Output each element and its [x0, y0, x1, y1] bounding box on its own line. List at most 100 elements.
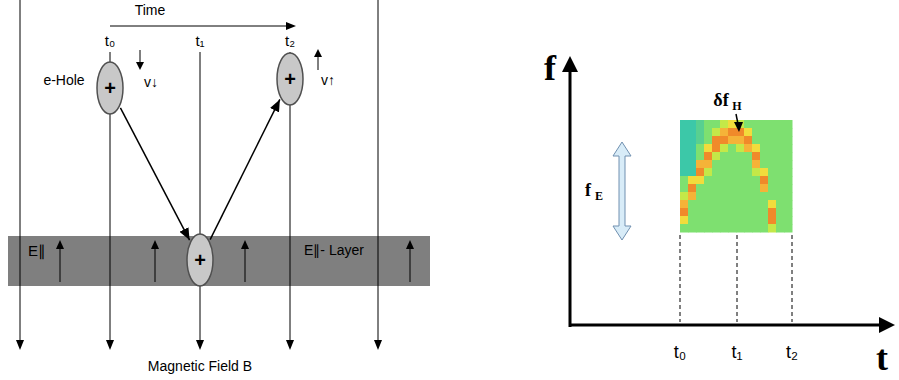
- spectrogram-cell: [776, 192, 785, 201]
- spectrogram-cell: [712, 120, 721, 129]
- spectrogram-cell: [736, 216, 745, 225]
- spectrogram-cell: [768, 216, 777, 225]
- spectrogram-cell: [768, 224, 777, 233]
- spectrogram-cell: [720, 168, 729, 177]
- spectrogram-cell: [680, 128, 689, 137]
- field-arrowhead: [196, 340, 204, 350]
- spectrogram-cell: [728, 216, 737, 225]
- field-line: [378, 0, 379, 342]
- spectrogram-cell: [712, 224, 721, 233]
- axis-label: t: [876, 340, 888, 376]
- spectrogram-cell: [784, 128, 793, 137]
- field-caption: Magnetic Field B: [148, 359, 252, 373]
- efield-arrow: [60, 248, 61, 282]
- spectrogram-cell: [704, 152, 713, 161]
- spectrogram-cell: [688, 160, 697, 169]
- ellipse-shape: [187, 234, 213, 286]
- spectrogram-cell: [736, 152, 745, 161]
- spectrogram-cell: [680, 192, 689, 201]
- spectrogram-cell: [688, 168, 697, 177]
- spectrogram-cell: [728, 200, 737, 209]
- spectrogram-cell: [752, 176, 761, 185]
- spectrogram-cell: [680, 168, 689, 177]
- efield-arrow: [155, 248, 156, 282]
- spectrogram-cell: [712, 136, 721, 145]
- spectrogram-cell: [712, 168, 721, 177]
- time-label: t₀: [105, 33, 115, 48]
- efield-arrowhead: [241, 240, 249, 249]
- spectrogram-cell: [784, 144, 793, 153]
- field-symbol: E∥: [27, 243, 47, 258]
- spectrogram-cell: [784, 136, 793, 145]
- spectrogram-cell: [680, 176, 689, 185]
- spectrogram-cell: [696, 216, 705, 225]
- hole-ellipse: +: [186, 233, 214, 287]
- spectrogram-cell: [784, 192, 793, 201]
- hole-ellipse: +: [96, 61, 124, 115]
- ellipse-shape: [97, 62, 123, 114]
- spectrogram-cell: [752, 200, 761, 209]
- velocity-arrowhead: [314, 49, 322, 57]
- spectrogram-cell: [704, 216, 713, 225]
- spectrogram-cell: [768, 208, 777, 217]
- spectrogram-cell: [720, 192, 729, 201]
- spectrogram-cell: [752, 184, 761, 193]
- efield-arrow: [245, 248, 246, 282]
- spectrogram-cell: [760, 144, 769, 153]
- spectrogram-cell: [712, 200, 721, 209]
- spectrogram-cell: [688, 208, 697, 217]
- spectrogram-cell: [704, 168, 713, 177]
- spectrogram-cell: [728, 208, 737, 217]
- spectrogram-cell: [760, 192, 769, 201]
- spectrogram-cell: [752, 152, 761, 161]
- spectrogram-cell: [712, 144, 721, 153]
- spectrogram-cell: [776, 160, 785, 169]
- efield-arrowhead: [406, 240, 414, 249]
- spectrogram-cell: [704, 208, 713, 217]
- spectrogram-cell: [680, 144, 689, 153]
- spectrogram: [680, 120, 793, 233]
- spectrogram-cell: [728, 152, 737, 161]
- spectrogram-cell: [696, 128, 705, 137]
- spectrogram-cell: [768, 120, 777, 129]
- spectrogram-cell: [760, 128, 769, 137]
- efield-arrow: [410, 248, 411, 282]
- spectrogram-cell: [704, 192, 713, 201]
- spectrogram-cell: [784, 208, 793, 217]
- spectrogram-cell: [696, 192, 705, 201]
- spectrogram-cell: [680, 216, 689, 225]
- spectrogram-cell: [688, 128, 697, 137]
- spectrogram-cell: [744, 224, 753, 233]
- subscript-label: E: [595, 190, 603, 202]
- spectrogram-cell: [776, 224, 785, 233]
- spectrogram-cell: [776, 168, 785, 177]
- velocity-label: v↑: [321, 73, 335, 87]
- spectrogram-cell: [760, 208, 769, 217]
- spectrogram-cell: [752, 120, 761, 129]
- spectrogram-cell: [712, 128, 721, 137]
- field-arrowhead: [106, 340, 114, 350]
- spectrogram-cell: [776, 200, 785, 209]
- velocity-arrowhead: [136, 62, 144, 70]
- spectrogram-cell: [768, 184, 777, 193]
- spectrogram-cell: [712, 208, 721, 217]
- spectrogram-cell: [720, 176, 729, 185]
- motion-arrow: [210, 99, 280, 239]
- spectrogram-cell: [736, 168, 745, 177]
- spectrogram-cell: [784, 224, 793, 233]
- spectrogram-cell: [736, 224, 745, 233]
- spectrogram-cell: [752, 160, 761, 169]
- spectrogram-cell: [712, 176, 721, 185]
- spectrogram-cell: [736, 184, 745, 193]
- spectrogram-cell: [720, 128, 729, 137]
- spectrogram-cell: [696, 136, 705, 145]
- spectrogram-cell: [768, 144, 777, 153]
- leader-arrowhead: [734, 122, 743, 132]
- efield-arrowhead: [151, 240, 159, 249]
- spectrogram-cell: [696, 144, 705, 153]
- spectrogram-cell: [744, 136, 753, 145]
- layer-label: E∥- Layer: [303, 243, 365, 257]
- field-arrowhead: [16, 340, 24, 350]
- spectrogram-cell: [752, 224, 761, 233]
